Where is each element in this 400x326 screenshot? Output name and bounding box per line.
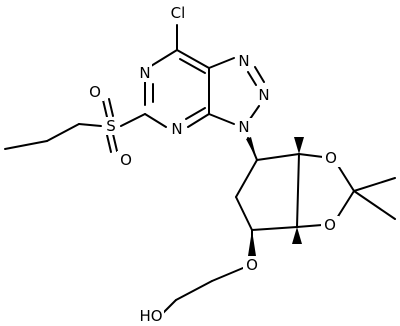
bond-n1-n2-double bbox=[247, 71, 257, 86]
bond-n3-c3a bbox=[208, 113, 235, 125]
bond-c5-n4 bbox=[144, 113, 167, 128]
atom-n-triazole-attach: N bbox=[238, 118, 249, 136]
bonds bbox=[4, 24, 396, 317]
atom-n-pyrimidine-top: N bbox=[139, 64, 150, 82]
atom-n-triazole-right: N bbox=[258, 86, 269, 104]
bond-c6a-o-top bbox=[298, 153, 324, 158]
atom-labels: Cl N N N N N S O O O O O HO bbox=[86, 2, 340, 325]
bond-c6-c4 bbox=[235, 196, 253, 231]
atom-s-sulfonyl: S bbox=[106, 117, 116, 135]
bond-c5-s bbox=[120, 113, 146, 127]
atom-o-ether: O bbox=[246, 256, 258, 274]
bond-c1prime-c6a bbox=[256, 153, 300, 161]
bond-cme2-me-bottom bbox=[353, 190, 396, 220]
bond-o-ether-ch2 bbox=[211, 267, 244, 282]
bond-ch2-ch2 bbox=[175, 280, 213, 301]
bond-c7-n6 bbox=[150, 49, 178, 67]
bond-o-top-cme2 bbox=[336, 163, 355, 192]
bond-s-o-bottom-a bbox=[106, 134, 112, 153]
atom-o-dioxolane-top: O bbox=[325, 149, 337, 167]
stereo-wedges bbox=[246, 137, 304, 256]
bond-c7a-n1 bbox=[208, 57, 235, 69]
wedge-c4-o bbox=[248, 230, 256, 256]
bond-c7-c7a bbox=[176, 49, 210, 69]
bond-cme2-me-top bbox=[353, 177, 396, 192]
atom-o-dioxolane-bottom: O bbox=[324, 216, 336, 234]
bond-s-o-top-b bbox=[108, 98, 114, 117]
atom-o-sulfonyl-bottom: O bbox=[120, 151, 132, 169]
bond-c1prime-c6 bbox=[235, 159, 258, 198]
atom-o-sulfonyl-top: O bbox=[89, 83, 101, 101]
atom-n-pyrimidine-bottom: N bbox=[171, 120, 182, 138]
bond-n2-n3 bbox=[249, 105, 260, 120]
bond-c3a2-c6a bbox=[296, 153, 300, 228]
bond-n4-c3a-double bbox=[185, 107, 206, 120]
wedge-c3a2-h bbox=[292, 227, 302, 244]
atom-oh-terminal: HO bbox=[139, 307, 162, 325]
atom-cl: Cl bbox=[171, 4, 186, 22]
bond-s-o-bottom-b bbox=[112, 133, 118, 152]
bond-c3a2-o-bottom bbox=[296, 224, 323, 228]
bond-c7-c7a-double bbox=[179, 58, 206, 74]
bond-propyl-1 bbox=[46, 123, 80, 142]
bond-propyl-2 bbox=[4, 140, 48, 150]
bond-s-o-top-a bbox=[102, 99, 108, 118]
bond-s-ch2 bbox=[78, 123, 102, 127]
wedge-c6a-h bbox=[294, 137, 304, 154]
bond-o-bottom-cme2 bbox=[336, 190, 355, 219]
bond-c4-c3a2 bbox=[251, 226, 298, 231]
bond-n4-c3a bbox=[187, 113, 210, 128]
wedge-c1prime-n bbox=[246, 137, 257, 160]
atom-n-triazole-top: N bbox=[238, 52, 249, 70]
bond-n1-n2 bbox=[254, 66, 265, 83]
